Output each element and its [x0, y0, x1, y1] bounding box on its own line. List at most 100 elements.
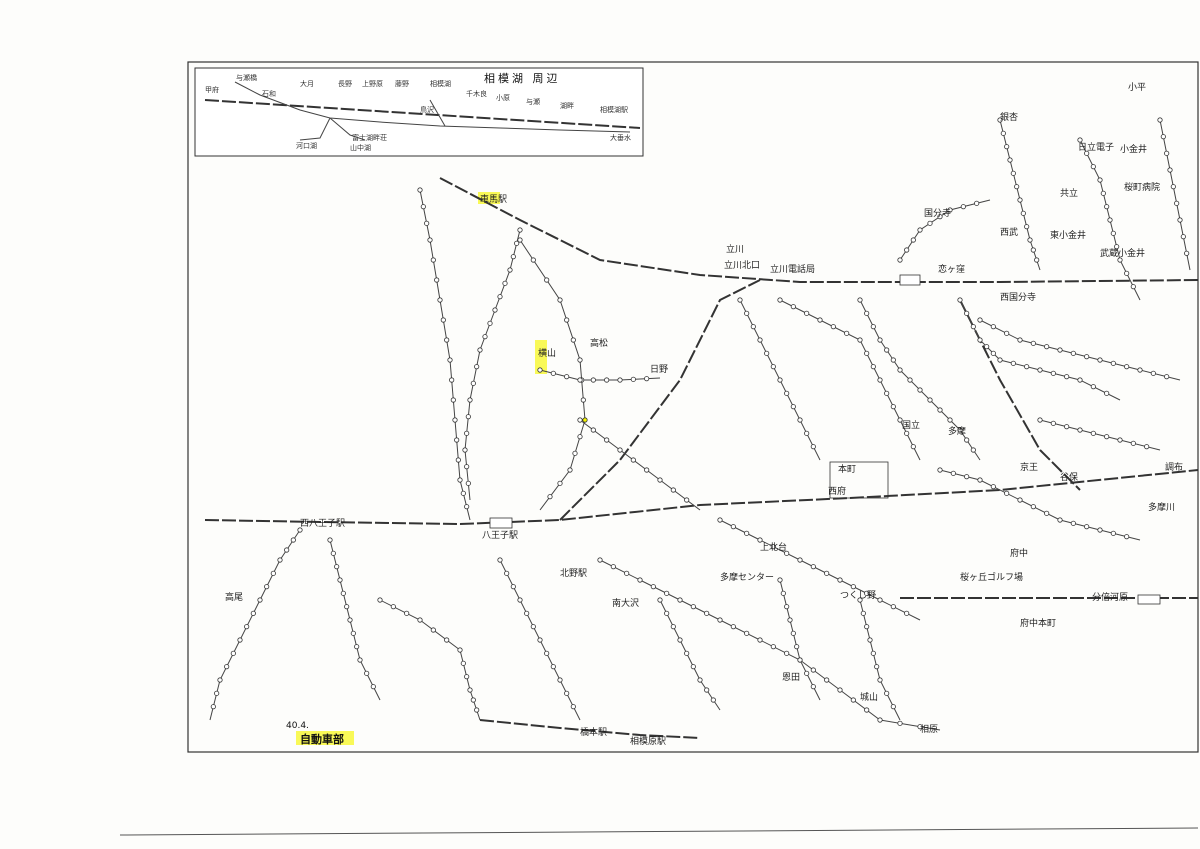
bus-stop [492, 307, 498, 313]
bus-stop [910, 444, 916, 450]
bus-stop [1084, 354, 1090, 360]
bus-stop [330, 550, 336, 556]
bus-stop [910, 237, 916, 243]
bus-stop [917, 387, 923, 393]
bus-stop [597, 557, 603, 563]
bus-stop [737, 297, 743, 303]
bus-stop [290, 537, 296, 543]
bus-stop [624, 570, 630, 576]
bus-stop [657, 477, 663, 483]
bus-stop [830, 324, 836, 330]
bus-stop [580, 397, 586, 403]
bus-stop [904, 610, 910, 616]
inset-label: 長野 [338, 80, 352, 88]
highlight-jidosha [296, 731, 354, 745]
bus-stop [704, 687, 710, 693]
bus-stop [864, 310, 870, 316]
bus-stop [547, 494, 553, 500]
bus-stop [230, 650, 236, 656]
bus-route [859, 599, 901, 721]
bus-stop [1044, 344, 1050, 350]
bus-stop [270, 570, 276, 576]
bus-route [779, 579, 821, 701]
bus-stop [1090, 430, 1096, 436]
label-tachikawa-denwa: 立川電話局 [770, 263, 815, 275]
label-nishihachioji: 西八王子駅 [300, 518, 345, 529]
bus-stop [264, 584, 270, 590]
label-ginkgo: 銀杏 [1000, 111, 1018, 123]
bus-stop [977, 477, 983, 483]
bus-stop [1030, 340, 1036, 346]
inset-label: 石和 [262, 89, 276, 98]
bus-stop [677, 597, 683, 603]
bus-stop [977, 337, 983, 343]
label-tama-center: 多摩センター [720, 571, 774, 583]
bus-stop [567, 467, 573, 473]
bus-stop [590, 427, 596, 433]
bus-stop [450, 397, 456, 403]
bus-stop [347, 617, 353, 623]
bus-stop [957, 427, 963, 433]
bus-stop [357, 657, 363, 663]
bus-stop [770, 544, 776, 550]
bus-stop [990, 324, 996, 330]
bus-stop [1104, 434, 1110, 440]
inset-map: 相模湖 周辺 [194, 67, 644, 157]
bus-stop [797, 417, 803, 423]
inset-label: 湖畔 [560, 101, 574, 110]
bus-stop [284, 547, 290, 553]
bus-stop [417, 187, 423, 193]
bus-stop [377, 597, 383, 603]
bus-stop [1077, 427, 1083, 433]
bus-stop [447, 357, 453, 363]
bus-stop [257, 597, 263, 603]
label-koigakubo: 恋ヶ窪 [938, 263, 965, 275]
bus-stop [864, 350, 870, 356]
label-kokubunji: 国分寺 [924, 208, 951, 219]
bus-route [1039, 419, 1161, 451]
bus-route [579, 419, 701, 511]
bus-stop [1184, 250, 1190, 256]
bus-stop [927, 397, 933, 403]
bus-stop [844, 330, 850, 336]
bus-stop [1017, 497, 1023, 503]
bus-stop [510, 254, 516, 260]
bus-routes [209, 119, 1191, 731]
bus-stop [677, 637, 683, 643]
bus-stop [470, 697, 476, 703]
bus-stop [684, 650, 690, 656]
bus-stop [517, 237, 523, 243]
bus-stop [717, 517, 723, 523]
bus-stop [1004, 144, 1010, 150]
label-aihara: 相原 [920, 723, 938, 735]
bus-stop [690, 604, 696, 610]
inset-label: 与瀬 [526, 97, 540, 106]
bus-stop [804, 430, 810, 436]
bus-stop [877, 337, 883, 343]
bus-stop [637, 577, 643, 583]
label-tama: 多摩 [948, 425, 966, 437]
bus-stop [870, 364, 876, 370]
bus-stop [550, 370, 556, 376]
bus-stop [890, 357, 896, 363]
bus-stop [467, 397, 473, 403]
bus-stop [1057, 517, 1063, 523]
bus-stop [1117, 257, 1123, 263]
bus-stop [790, 630, 796, 636]
legend-box-honmachi [829, 461, 889, 499]
bus-stop [804, 310, 810, 316]
bus-stop [757, 637, 763, 643]
bus-stop [617, 447, 623, 453]
bus-stop [860, 610, 866, 616]
bus-stop [750, 324, 756, 330]
bus-stop [927, 220, 933, 226]
bus-stop [1124, 270, 1130, 276]
railway-sagamihara [479, 719, 701, 739]
bus-stop [1024, 364, 1030, 370]
bus-stop [1090, 164, 1096, 170]
bus-stop [452, 417, 458, 423]
bus-stop [730, 624, 736, 630]
bus-stop [1167, 167, 1173, 173]
inset-label: 山中湖 [350, 143, 371, 152]
bus-stop [970, 447, 976, 453]
